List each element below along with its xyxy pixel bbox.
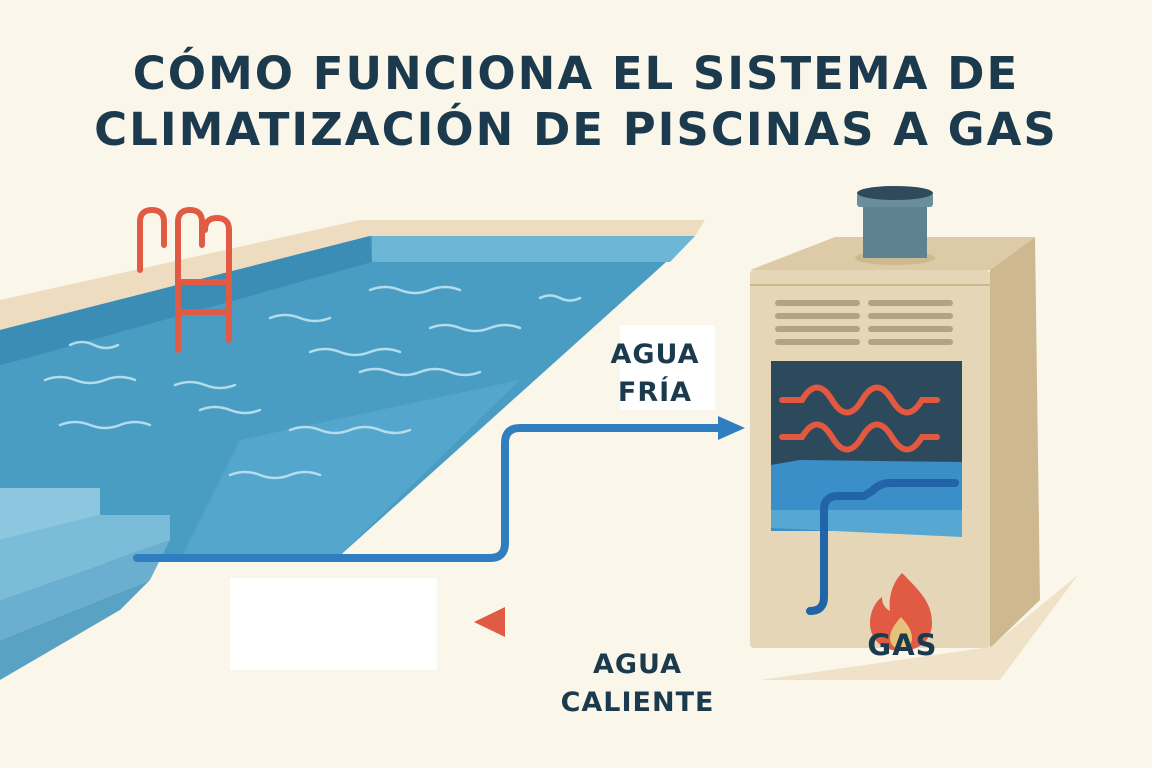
cold-water-label: AGUA FRÍA	[600, 336, 710, 412]
title-line-1: CÓMO FUNCIONA EL SISTEMA DE	[132, 47, 1020, 100]
blank-box	[230, 578, 437, 670]
cold-water-label-line-2: FRÍA	[617, 377, 693, 408]
hot-water-pipe	[474, 479, 959, 637]
cold-water-pipe	[133, 416, 745, 562]
title-line-2: CLIMATIZACIÓN DE PISCINAS A GAS	[94, 103, 1058, 156]
gas-heater	[750, 186, 1078, 680]
gas-label: GAS	[867, 628, 938, 662]
pool	[0, 236, 695, 680]
hot-water-label: AGUA CALIENTE	[540, 646, 735, 722]
heater-window	[771, 361, 962, 537]
arrow-left-icon	[474, 607, 505, 637]
heating-coil-icon	[779, 384, 940, 453]
chimney	[855, 186, 935, 265]
pool-ladder-icon	[137, 206, 232, 353]
cold-water-label-line-1: AGUA	[610, 339, 700, 370]
vent-grille-icon	[775, 300, 953, 345]
arrow-right-icon	[718, 416, 745, 440]
hot-water-label-line-1: AGUA	[592, 649, 683, 680]
hot-water-label-line-2: CALIENTE	[560, 687, 715, 718]
label-background	[620, 325, 715, 410]
flame-icon	[870, 573, 932, 651]
